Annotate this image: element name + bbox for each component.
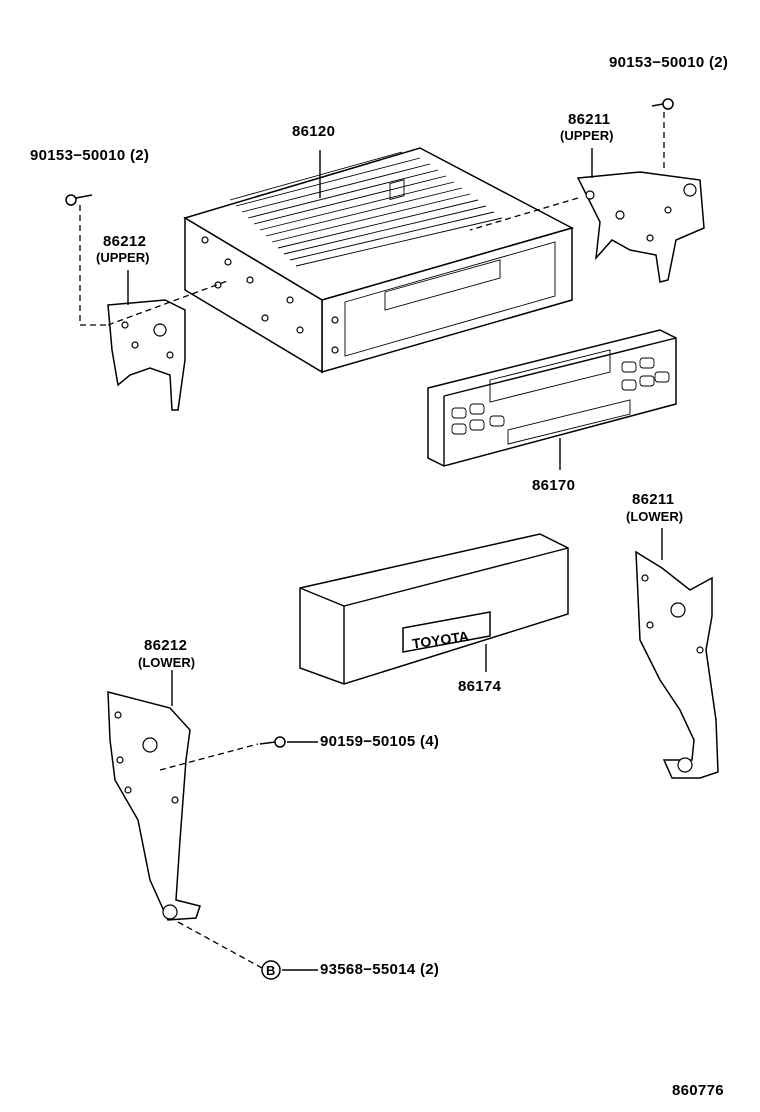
label-bracket-upper-left-pos: (UPPER) xyxy=(96,250,150,265)
label-screw-top-right: 90153−50010 (2) xyxy=(609,54,729,71)
label-bracket-lower-right: 86211 xyxy=(632,491,675,508)
screw-top-left xyxy=(65,194,93,206)
assembly-dashed-lines xyxy=(79,112,665,969)
label-bracket-upper-right: 86211 xyxy=(568,111,611,128)
radio-unit-86120 xyxy=(183,147,574,374)
bracket-lower-right-86211 xyxy=(635,550,719,779)
bracket-lower-left-86212 xyxy=(107,691,201,921)
label-screw-lower: 90159−50105 (4) xyxy=(320,733,440,750)
bolt-marker: B xyxy=(261,960,281,980)
label-bracket-upper-left: 86212 xyxy=(103,233,147,250)
label-bracket-upper-right-pos: (UPPER) xyxy=(560,128,614,143)
bracket-upper-right-86211 xyxy=(576,171,705,283)
leader-lines xyxy=(127,148,663,971)
label-bracket-lower-left-pos: (LOWER) xyxy=(138,655,196,670)
screw-lower xyxy=(259,736,286,748)
label-screw-top-left: 90153−50010 (2) xyxy=(30,147,150,164)
bolt-marker-letter: B xyxy=(266,963,275,978)
label-bezel-cover: 86174 xyxy=(458,678,502,695)
label-faceplate: 86170 xyxy=(532,477,576,494)
bracket-upper-left-86212 xyxy=(107,299,186,411)
label-radio-unit: 86120 xyxy=(292,123,336,140)
label-bolt-lower: 93568−55014 (2) xyxy=(320,961,440,978)
faceplate-86170 xyxy=(427,329,677,467)
screw-top-right xyxy=(651,98,674,110)
bezel-cover-86174: TOYOTA xyxy=(299,533,569,685)
diagram-id: 860776 xyxy=(672,1082,724,1099)
toyota-logo-plate xyxy=(402,611,491,653)
label-bracket-lower-right-pos: (LOWER) xyxy=(626,509,684,524)
label-bracket-lower-left: 86212 xyxy=(144,637,188,654)
toyota-logo-text: TOYOTA xyxy=(411,628,470,652)
